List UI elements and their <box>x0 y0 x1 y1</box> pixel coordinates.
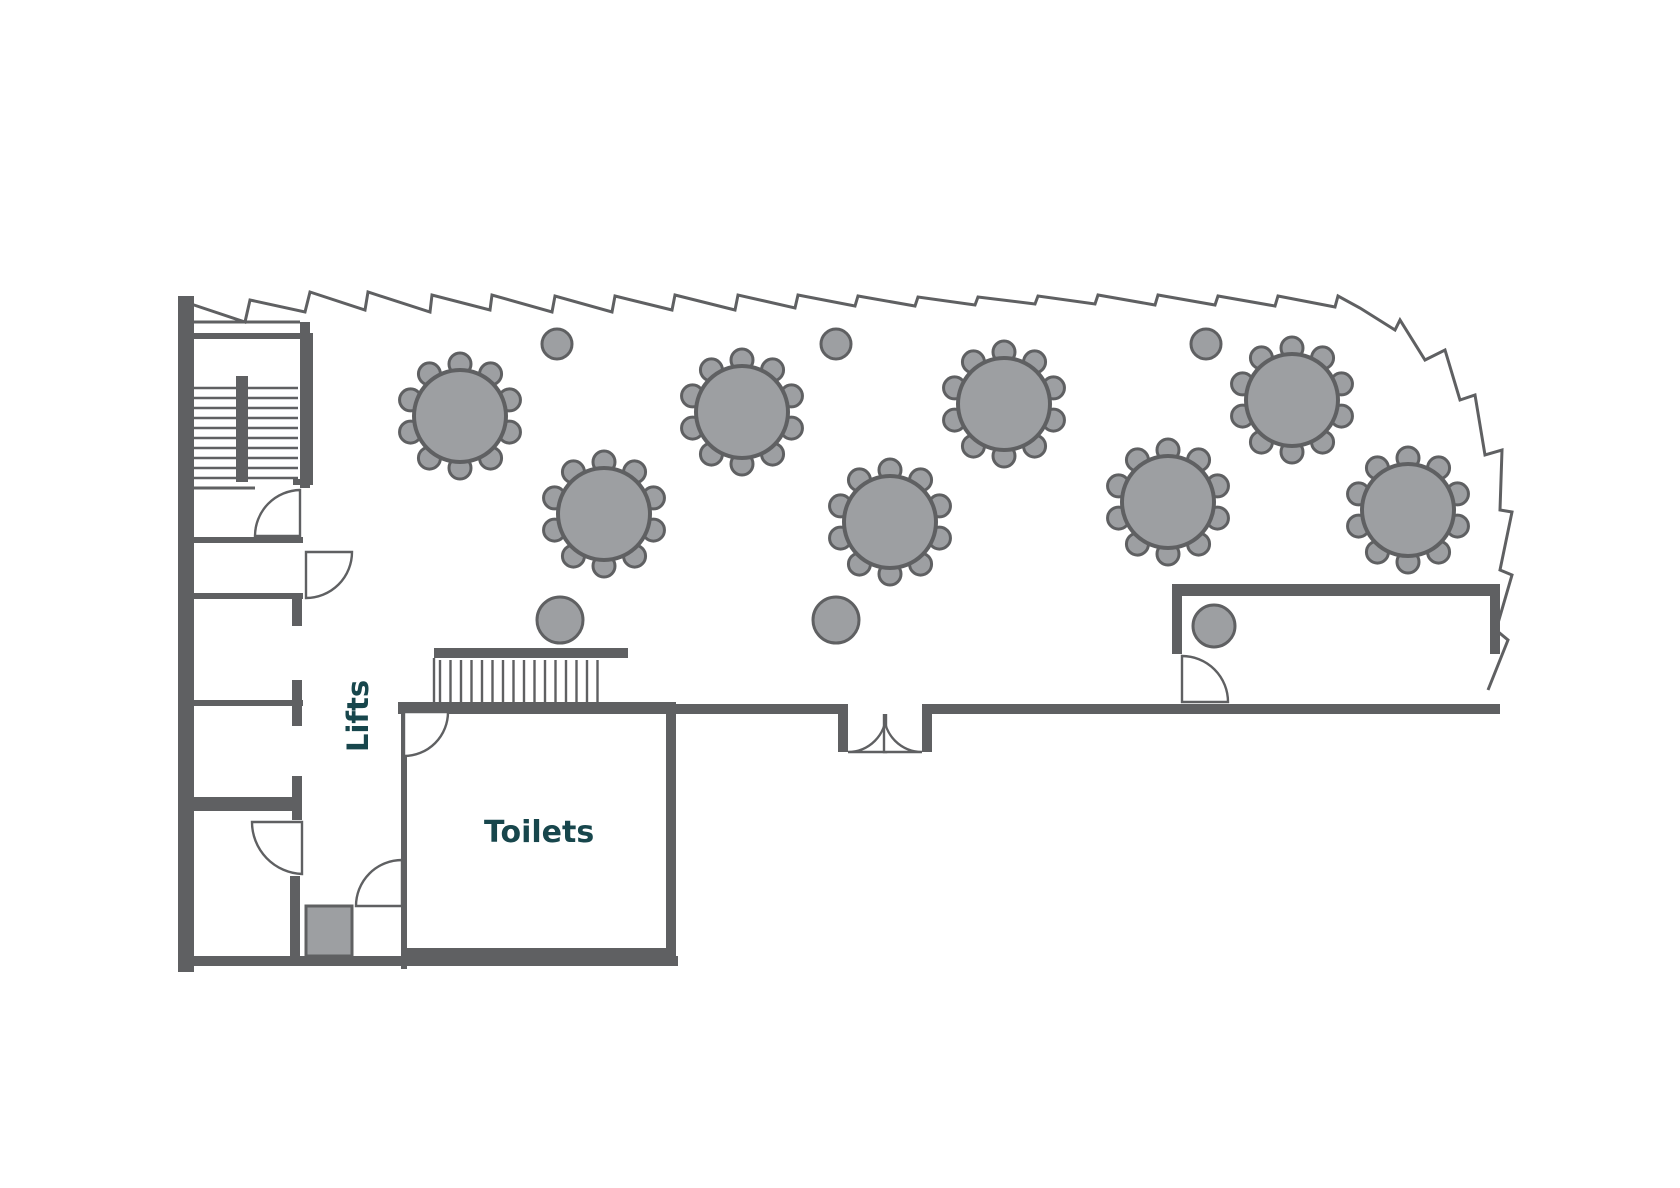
stairwell <box>191 320 313 490</box>
table-top <box>842 474 938 570</box>
double-door-icon <box>847 713 888 754</box>
cocktail-table <box>811 595 861 645</box>
toilets-label: Toilets <box>484 815 594 850</box>
door-swing-icon <box>253 488 302 538</box>
round-table <box>1230 335 1354 465</box>
round-table <box>398 351 522 481</box>
table-top <box>1360 462 1456 558</box>
service-shaft <box>304 904 354 958</box>
door-swing-icon <box>250 820 304 876</box>
lifts-label: Lifts <box>341 680 375 752</box>
landing-rail <box>434 648 628 658</box>
round-table <box>942 339 1066 469</box>
door-swing-icon <box>1180 654 1230 704</box>
double-door-icon <box>882 713 923 754</box>
door-swing-icon <box>354 858 404 908</box>
staircase-icon <box>194 376 298 482</box>
table-top <box>556 466 652 562</box>
table-top <box>1120 454 1216 550</box>
service-rooms <box>191 537 303 956</box>
round-table <box>1106 437 1230 567</box>
cocktail-table <box>1191 603 1237 649</box>
door-swing-icon <box>402 710 450 758</box>
cocktail-table <box>540 327 574 361</box>
door-swing-icon <box>304 550 354 600</box>
cocktail-table <box>1189 327 1223 361</box>
staircase-icon <box>432 658 599 702</box>
round-table <box>828 457 952 587</box>
hall-south-wall <box>676 704 1500 752</box>
table-top <box>412 368 508 464</box>
round-table <box>680 347 804 477</box>
cocktail-table <box>819 327 853 361</box>
cocktail-table <box>535 595 585 645</box>
table-top <box>694 364 790 460</box>
west-wall <box>178 296 194 972</box>
round-table <box>1346 445 1470 575</box>
round-table <box>542 449 666 579</box>
table-top <box>1244 352 1340 448</box>
table-top <box>956 356 1052 452</box>
bar-counter <box>1172 584 1500 654</box>
